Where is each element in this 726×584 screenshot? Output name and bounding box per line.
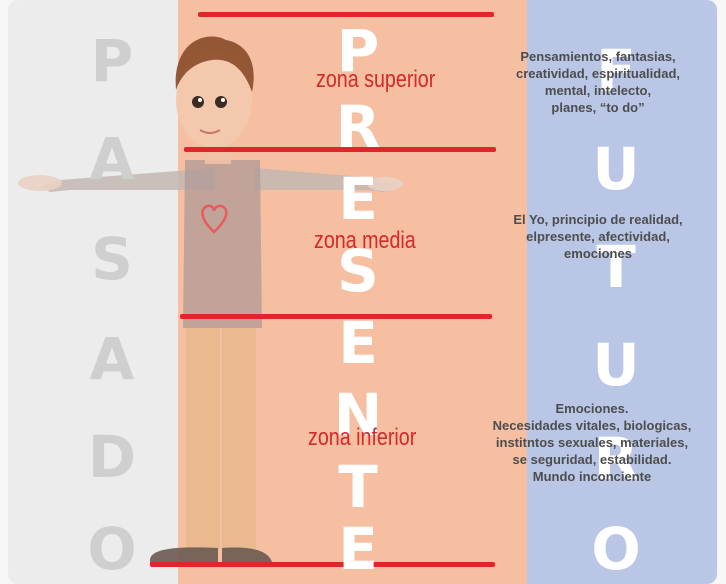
presente-letter: S [337, 237, 379, 305]
futuro-letter: U [592, 331, 640, 399]
futuro-column [527, 0, 717, 584]
presente-letter: E [338, 165, 378, 233]
zone-inferior-description: Emociones. Necesidades vitales, biologic… [492, 401, 692, 484]
futuro-letter: U [592, 135, 640, 203]
futuro-letter: T [596, 233, 636, 301]
presente-letter: E [338, 309, 378, 377]
pasado-letter: S [91, 225, 133, 293]
pasado-letter: P [90, 27, 134, 95]
pasado-letter: A [89, 125, 135, 193]
futuro-letter: O [591, 515, 641, 583]
top-divider [198, 12, 494, 17]
zone-superior-label: zona superior [316, 66, 436, 93]
presente-letter: T [338, 453, 378, 521]
pasado-letter: D [87, 423, 137, 491]
presente-letter: P [336, 17, 380, 85]
middle-lower-divider [180, 314, 492, 319]
zone-inferior-label: zona inferior [308, 424, 417, 451]
pasado-column [8, 0, 186, 584]
zone-superior-description: Pensamientos, fantasias, creatividad, es… [516, 49, 680, 115]
upper-middle-divider [184, 147, 496, 152]
futuro-letter: R [593, 425, 639, 493]
presente-letter: N [333, 381, 383, 449]
bottom-divider [150, 562, 495, 567]
futuro-letter: F [596, 37, 636, 105]
presente-letter: R [335, 93, 381, 161]
presente-letter: E [338, 515, 378, 583]
zone-media-label: zona media [314, 227, 416, 254]
zone-media-description: El Yo, principio de realidad, elpresente… [513, 212, 683, 261]
pasado-letter: O [87, 515, 137, 583]
pasado-letter: A [89, 325, 135, 393]
